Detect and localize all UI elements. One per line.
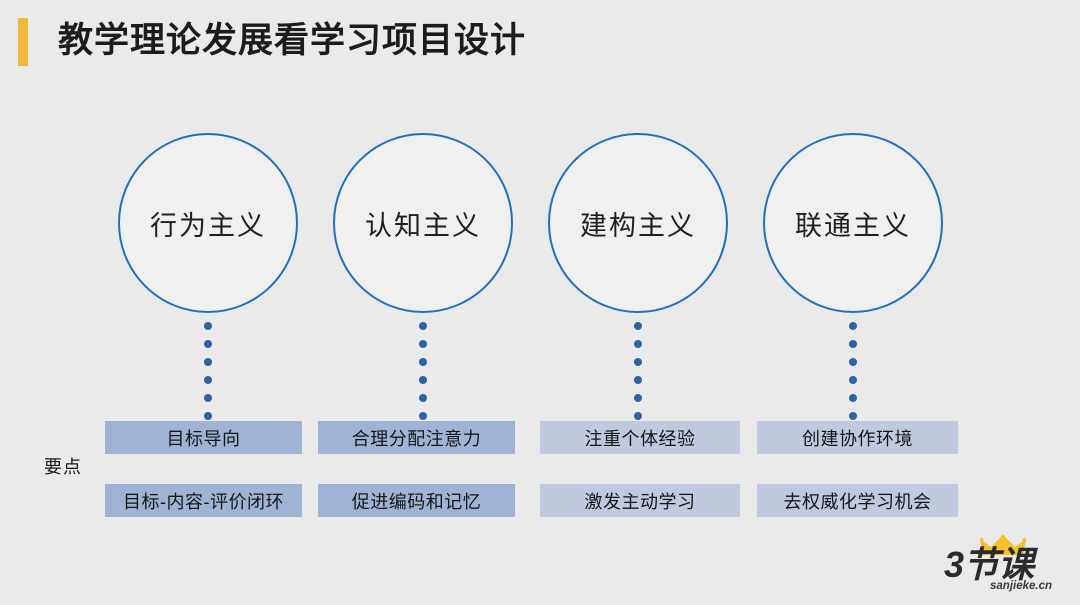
theory-circle[interactable]: 认知主义 [333,133,513,313]
point-box[interactable]: 合理分配注意力 [318,421,515,454]
title-accent-bar [18,18,28,66]
connector-dot [634,394,642,402]
theory-column-2: 认知主义 [333,133,517,313]
connector-dot [419,376,427,384]
connector-dot [849,322,857,330]
theory-column-1: 行为主义 [118,133,302,313]
connector-dot [634,340,642,348]
point-box-label: 促进编码和记忆 [351,491,482,512]
point-box[interactable]: 创建协作环境 [757,421,958,454]
dotted-connector [634,322,642,430]
theory-circle[interactable]: 建构主义 [548,133,728,313]
connector-dot [419,412,427,420]
theory-circle[interactable]: 联通主义 [763,133,943,313]
point-box[interactable]: 激发主动学习 [540,484,740,517]
point-box-label: 创建协作环境 [802,428,913,449]
connector-dot [849,340,857,348]
connector-dot [419,358,427,366]
connector-dot [204,340,212,348]
connector-dot [849,376,857,384]
connector-dot [419,322,427,330]
point-box[interactable]: 目标-内容-评价闭环 [105,484,302,517]
theory-circle-label: 联通主义 [795,210,911,241]
connector-dot [204,358,212,366]
crown-icon [979,535,1027,562]
connector-dot [849,412,857,420]
theory-circle[interactable]: 行为主义 [118,133,298,313]
dotted-connector [849,322,857,430]
point-box[interactable]: 目标导向 [105,421,302,454]
logo-domain: sanjieke.cn [990,580,1053,592]
connector-dot [204,376,212,384]
connector-dot [419,340,427,348]
dotted-connector [419,322,427,430]
point-box-label: 去权威化学习机会 [783,491,932,512]
connector-dot [849,358,857,366]
logo-wordmark: 3节课 [944,544,1034,585]
connector-dot [204,412,212,420]
point-box-label: 目标-内容-评价闭环 [123,491,284,512]
brand-logo: 3节课 sanjieke.cn [944,535,1062,595]
theory-circle-label: 行为主义 [150,210,266,241]
connector-dot [634,376,642,384]
point-box-label: 合理分配注意力 [351,428,482,449]
connector-dot [634,358,642,366]
connector-dot [849,394,857,402]
theory-circle-label: 认知主义 [365,210,481,241]
key-points-label: 要点 [44,457,82,477]
theory-column-4: 联通主义 [763,133,947,313]
point-box-label: 目标导向 [166,428,241,449]
point-box-label: 注重个体经验 [584,428,696,449]
dotted-connector [204,322,212,430]
point-box[interactable]: 促进编码和记忆 [318,484,515,517]
point-box[interactable]: 注重个体经验 [540,421,740,454]
connector-dot [204,322,212,330]
page-title: 教学理论发展看学习项目设计 [58,21,527,60]
point-box[interactable]: 去权威化学习机会 [757,484,958,517]
connector-dot [634,322,642,330]
connector-dot [634,412,642,420]
point-box-label: 激发主动学习 [584,491,696,512]
theory-column-3: 建构主义 [548,133,732,313]
connector-dot [419,394,427,402]
theory-circle-label: 建构主义 [580,210,696,241]
connector-dot [204,394,212,402]
